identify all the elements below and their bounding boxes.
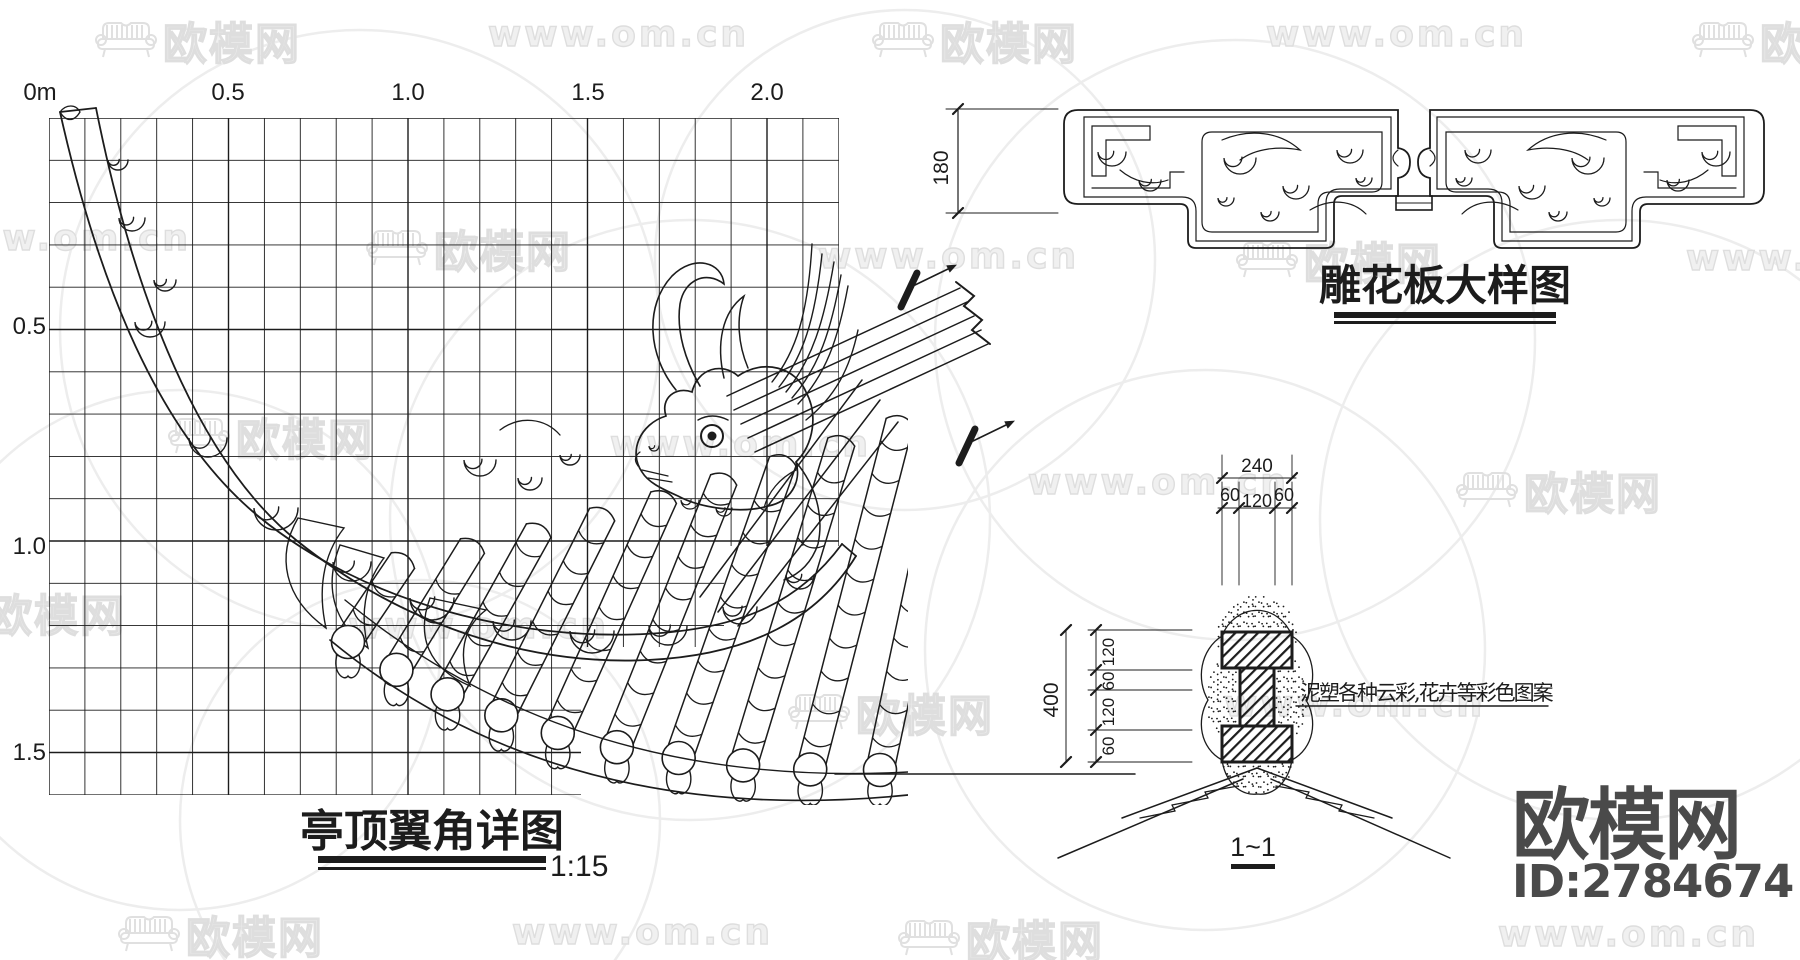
- watermark-url: www.om.cn: [511, 911, 774, 953]
- dim-v120b: 120: [1099, 698, 1118, 726]
- dim-240: 240: [1241, 456, 1273, 477]
- left-drawing-title: 亭顶翼角详图: [300, 806, 564, 857]
- section-annotation: 泥塑各种云彩,花卉等彩色图案: [1300, 681, 1554, 705]
- dragon-ornament: [634, 243, 859, 581]
- watermark-url-text: www.om.cn: [487, 13, 750, 55]
- ruler-left: 0.5 1.0 1.5: [13, 313, 46, 766]
- beam-lines: [699, 264, 1015, 627]
- panel-title-underline: [1334, 312, 1556, 318]
- watermark-logo: 欧模网: [1456, 458, 1662, 522]
- watermark-logo-text: 欧模网: [162, 19, 301, 69]
- watermark-logo: 欧模网: [1692, 8, 1800, 72]
- brand-site-name: 欧模网: [1512, 781, 1740, 871]
- dim-120-mid: 120: [1242, 491, 1272, 511]
- roof-tiles: [329, 414, 908, 805]
- watermark-logo: 欧模网: [898, 906, 1104, 960]
- watermark-logo: 欧模网: [788, 680, 994, 744]
- ruler-top-15: 1.5: [571, 79, 604, 106]
- left-drawing-caption: 亭顶翼角详图 1:15: [300, 806, 608, 883]
- section-label: 1~1: [1230, 832, 1276, 862]
- ruler-top-10: 1.0: [391, 79, 424, 106]
- watermark-logo: 欧模网: [95, 8, 301, 72]
- watermark-logo-text: 欧模网: [965, 917, 1104, 960]
- title-underline-2: [318, 867, 546, 870]
- watermark-logo-text: 欧模网: [185, 913, 324, 960]
- sofa-icon: [872, 22, 934, 58]
- ruler-top-0m: 0m: [23, 79, 56, 106]
- watermark-logo-text: 欧模网: [939, 19, 1078, 69]
- watermark-logo-text: 欧模网: [433, 227, 572, 277]
- watermark-url-text: www.om.cn: [1685, 237, 1800, 279]
- ruler-left-05: 0.5: [13, 313, 46, 340]
- watermark-logo: 欧模网: [872, 8, 1078, 72]
- watermark-url: www.om.cn: [1497, 913, 1760, 955]
- title-underline: [318, 856, 546, 863]
- watermark-url-text: www.om.cn: [1265, 13, 1528, 55]
- ruler-top: 0m 0.5 1.0 1.5 2.0: [23, 79, 783, 106]
- watermark-logo-text: 欧模网: [235, 415, 374, 465]
- ruler-top-20: 2.0: [750, 79, 783, 106]
- dim-400: 400: [1040, 682, 1063, 717]
- watermark-logo-text: 欧模网: [1523, 469, 1662, 519]
- watermark-url-text: www.om.cn: [511, 911, 774, 953]
- sofa-icon: [1456, 472, 1518, 508]
- ruler-left-15: 1.5: [13, 739, 46, 766]
- carved-panel-drawing: [945, 102, 1765, 249]
- ruler-left-10: 1.0: [13, 533, 46, 560]
- sofa-icon: [118, 916, 180, 952]
- watermark-logo: 欧模网: [168, 404, 374, 468]
- watermark-logo-text: 欧模网: [1759, 19, 1800, 69]
- sofa-icon: [95, 22, 157, 58]
- watermark-logo-text: 欧模网: [0, 591, 126, 641]
- watermark-url: www.om.cn: [1265, 13, 1528, 55]
- watermark-logo: 欧模网: [0, 580, 126, 644]
- watermark-url-text: www.om.cn: [1497, 913, 1760, 955]
- sofa-icon: [1692, 22, 1754, 58]
- ridge-section-drawing: [834, 454, 1549, 859]
- watermark-url: www.om.cn: [817, 235, 1080, 277]
- panel-caption: 雕花板大样图 180: [930, 150, 1571, 324]
- watermark-url: www.om.cn: [1685, 237, 1800, 279]
- section-labels: 240 60 120 60 400 120 60 120 60 泥塑各种云彩,花…: [1040, 456, 1556, 869]
- watermark-logo-text: 欧模网: [855, 691, 994, 741]
- dim-60-left: 60: [1220, 485, 1240, 505]
- dim-v60b: 60: [1099, 737, 1118, 756]
- panel-title-underline-2: [1334, 321, 1556, 324]
- dim-v120a: 120: [1099, 638, 1118, 666]
- brand-id: ID:2784674: [1512, 855, 1793, 908]
- branding: 欧模网 ID:2784674: [1512, 781, 1794, 908]
- section-label-underline: [1231, 864, 1275, 869]
- left-drawing-scale: 1:15: [550, 850, 608, 883]
- panel-height-dim: 180: [930, 150, 953, 185]
- sofa-icon: [898, 920, 960, 956]
- panel-title: 雕花板大样图: [1319, 261, 1571, 310]
- watermark-url: www.om.cn: [1027, 461, 1290, 503]
- watermark-url-text: www.om.cn: [817, 235, 1080, 277]
- sofa-icon: [788, 694, 850, 730]
- scale-grid: [49, 118, 839, 795]
- eave-fascia-ornament: [59, 105, 857, 688]
- ruler-top-05: 0.5: [211, 79, 244, 106]
- watermark-logo: 欧模网: [118, 902, 324, 960]
- watermark-url: www.om.cn: [487, 13, 750, 55]
- dim-60-right: 60: [1274, 485, 1294, 505]
- watermark-url-text: www.om.cn: [1027, 461, 1290, 503]
- dim-v60a: 60: [1099, 672, 1118, 691]
